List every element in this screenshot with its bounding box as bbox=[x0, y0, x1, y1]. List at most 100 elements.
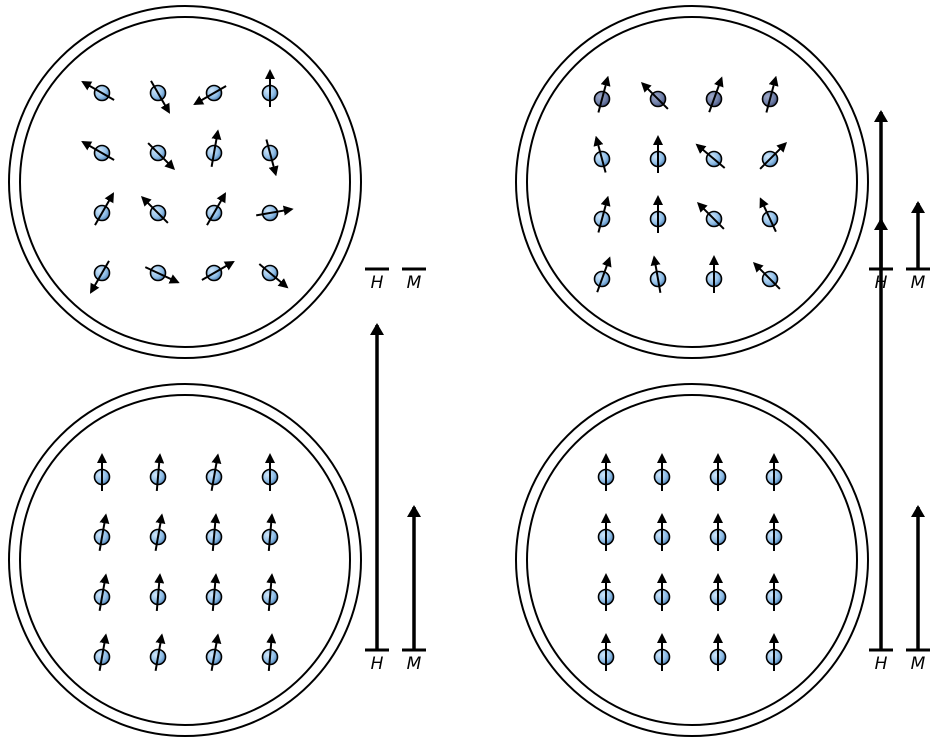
spin-arrow bbox=[90, 260, 110, 294]
spin bbox=[149, 513, 167, 551]
h-indicator: H bbox=[869, 218, 893, 674]
spin bbox=[649, 255, 667, 293]
spin bbox=[752, 261, 781, 290]
spin-arrow bbox=[206, 192, 226, 226]
panel-weak-field: HM bbox=[515, 5, 930, 359]
spin bbox=[705, 255, 723, 293]
spin-arrow bbox=[650, 255, 662, 293]
spin bbox=[258, 263, 289, 289]
h-label: H bbox=[875, 654, 888, 674]
spin bbox=[140, 195, 169, 224]
outer-ring bbox=[515, 383, 869, 737]
spin bbox=[205, 129, 223, 167]
spin bbox=[593, 195, 611, 233]
spin bbox=[653, 453, 671, 491]
spin-arrow bbox=[154, 633, 166, 671]
spin-arrow bbox=[154, 513, 166, 551]
outer-ring bbox=[515, 5, 869, 359]
spin-arrow bbox=[597, 195, 611, 233]
spin-arrow bbox=[266, 513, 277, 551]
spin bbox=[193, 84, 227, 105]
spin bbox=[653, 513, 671, 551]
spin bbox=[144, 264, 180, 284]
inner-ring bbox=[526, 394, 858, 726]
spin bbox=[761, 75, 779, 113]
spin-arrow bbox=[210, 129, 222, 167]
spin bbox=[205, 453, 223, 491]
m-label: M bbox=[407, 273, 422, 293]
spin-arrow bbox=[94, 192, 114, 226]
spin bbox=[759, 141, 788, 170]
m-indicator: M bbox=[906, 201, 930, 293]
spin bbox=[597, 513, 615, 551]
spin bbox=[597, 573, 615, 611]
spin-arrow bbox=[696, 201, 725, 230]
spin-arrow bbox=[765, 75, 779, 113]
spin bbox=[205, 513, 223, 551]
spin bbox=[593, 256, 612, 293]
m-label: M bbox=[911, 654, 926, 674]
spin bbox=[93, 453, 111, 491]
h-indicator: H bbox=[365, 323, 389, 674]
spin-arrow bbox=[256, 205, 294, 217]
spin-arrow bbox=[258, 263, 289, 289]
spin-arrow bbox=[266, 573, 277, 611]
spin bbox=[709, 573, 727, 611]
m-indicator: M bbox=[906, 505, 930, 674]
spin bbox=[149, 633, 167, 671]
spin-arrow bbox=[193, 85, 227, 105]
inner-ring bbox=[19, 16, 351, 348]
h-indicator: H bbox=[365, 267, 389, 293]
spin-arrow bbox=[98, 633, 110, 671]
spin-arrow bbox=[210, 573, 221, 611]
spin bbox=[696, 201, 725, 230]
spin-arrow bbox=[695, 143, 726, 169]
spin bbox=[709, 513, 727, 551]
spin-arrow bbox=[98, 513, 110, 551]
spin-arrow bbox=[597, 75, 611, 113]
spin bbox=[649, 195, 667, 233]
spin bbox=[597, 633, 615, 671]
m-indicator: M bbox=[402, 505, 426, 674]
spin bbox=[149, 453, 167, 491]
m-label: M bbox=[911, 273, 926, 293]
spin bbox=[205, 633, 223, 671]
spin bbox=[205, 573, 223, 611]
spin-arrow bbox=[210, 513, 221, 551]
spin bbox=[261, 453, 279, 491]
h-label: H bbox=[371, 273, 384, 293]
spin bbox=[765, 633, 783, 671]
spin-arrow bbox=[154, 453, 165, 491]
spin bbox=[205, 192, 226, 226]
spin bbox=[81, 141, 115, 162]
spin-arrow bbox=[154, 573, 165, 611]
spin-arrow bbox=[210, 453, 222, 491]
spin bbox=[765, 453, 783, 491]
spin bbox=[653, 573, 671, 611]
spin-arrow bbox=[144, 266, 180, 284]
panels: HMHMHMHM bbox=[8, 5, 930, 737]
spin-arrow bbox=[708, 76, 724, 113]
spin-arrow bbox=[752, 261, 781, 290]
spin-arrow bbox=[81, 141, 115, 161]
spin bbox=[147, 142, 176, 171]
m-indicator: M bbox=[402, 267, 426, 293]
inner-ring bbox=[526, 16, 858, 348]
spin-arrow bbox=[759, 141, 788, 170]
spin-arrow bbox=[150, 80, 170, 114]
spin bbox=[261, 513, 279, 551]
spin bbox=[649, 135, 667, 173]
outer-ring bbox=[8, 383, 362, 737]
spin bbox=[765, 513, 783, 551]
spin bbox=[81, 81, 115, 102]
spin bbox=[93, 513, 111, 551]
spin bbox=[593, 75, 611, 113]
spin bbox=[93, 633, 111, 671]
spin bbox=[709, 453, 727, 491]
h-label: H bbox=[371, 654, 384, 674]
spin-arrow bbox=[210, 633, 222, 671]
